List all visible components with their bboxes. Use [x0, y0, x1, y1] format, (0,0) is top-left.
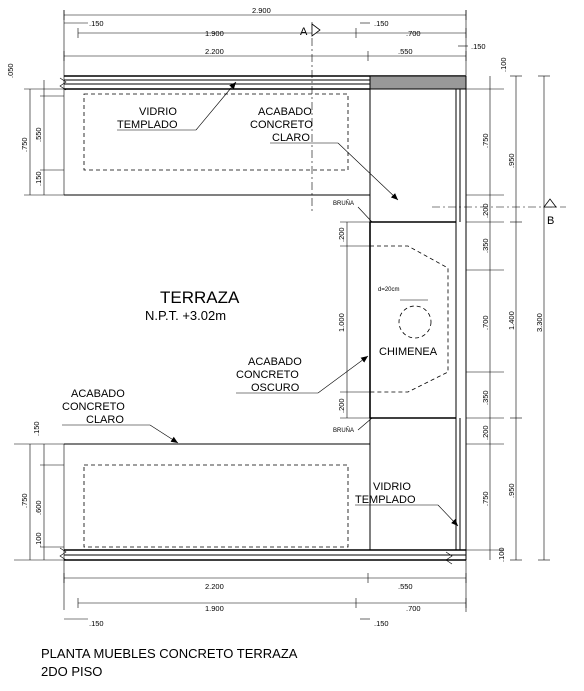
dim-total-width: 2.900: [252, 6, 271, 15]
dim-leftb-600: .600: [34, 500, 43, 515]
dim-bottom-150-left: .150: [89, 619, 104, 628]
dim-chimney-1000: 1.000: [337, 313, 346, 332]
dark-line1: ACABADO: [248, 356, 302, 368]
annotation-light-top: ACABADO CONCRETO CLARO: [250, 106, 399, 201]
dim-right-750-bot: .750: [481, 491, 490, 506]
dim-chimney-200-top: .200: [337, 227, 346, 242]
dim-right-750-top: .750: [481, 133, 490, 148]
section-b-label: B: [547, 215, 554, 227]
dim-top-150-mid: .150: [374, 19, 389, 28]
dim-leftb-150: .150: [32, 421, 41, 436]
dim-leftb-750: .750: [20, 493, 29, 508]
light-top-line1: ACABADO: [258, 106, 312, 118]
room-label: TERRAZA N.P.T. +3.02m: [145, 288, 240, 323]
section-line-b: B: [432, 198, 566, 227]
dim-bottom-1900: 1.900: [205, 604, 224, 613]
diameter-label: d=20cm: [378, 287, 400, 293]
dark-line3: OSCURO: [251, 382, 300, 394]
dim-right-200-bot: .200: [481, 425, 490, 440]
light-top-line2: CONCRETO: [250, 119, 313, 131]
dim-right-1400: 1.400: [507, 311, 516, 330]
dim-right-350-bot: .350: [481, 390, 490, 405]
fireplace-block: d=20cm CHIMENEA: [369, 221, 457, 419]
left-dimensions-top: .050 .750 .550 .150: [6, 63, 64, 196]
section-a-label: A: [300, 26, 308, 38]
glass-top-line2: TEMPLADO: [117, 119, 178, 131]
dim-right-950-top: .950: [507, 153, 516, 168]
dim-bottom-550: .550: [398, 582, 413, 591]
dim-bottom-2200: 2.200: [205, 582, 224, 591]
dim-left-150: .150: [34, 171, 43, 186]
dim-chimney-200-bot: .200: [337, 398, 346, 413]
glass-top-line1: VIDRIO: [139, 106, 177, 118]
right-wall: [455, 76, 467, 560]
fireplace-label: CHIMENEA: [379, 346, 438, 358]
top-bench: [59, 75, 467, 222]
light-bot-line3: CLARO: [86, 414, 124, 426]
dim-right-350-top: .350: [481, 238, 490, 253]
top-dimensions: 2.900 .150 .150 1.900 .700 2.200 .550 .1…: [63, 6, 486, 195]
annotation-dark: ACABADO CONCRETO OSCURO: [236, 355, 369, 394]
annotation-glass-bottom: VIDRIO TEMPLADO: [355, 481, 459, 527]
room-name: TERRAZA: [160, 288, 240, 307]
dim-right-3300: 3.300: [535, 313, 544, 332]
bottom-dimensions: 2.200 .550 1.900 .700 .150 .150: [63, 560, 467, 628]
drawing-title: PLANTA MUEBLES CONCRETO TERRAZA: [41, 646, 298, 661]
dim-top-2200: 2.200: [205, 47, 224, 56]
dim-right-100-bot: .100: [497, 547, 506, 562]
glass-bot-line2: TEMPLADO: [355, 494, 416, 506]
room-level: N.P.T. +3.02m: [145, 308, 226, 323]
glass-bot-line1: VIDRIO: [373, 481, 411, 493]
dim-right-200-top: .200: [481, 203, 490, 218]
dim-top-550: .550: [398, 47, 413, 56]
dim-top-150-right: .150: [471, 42, 486, 51]
dim-bottom-150-right: .150: [374, 619, 389, 628]
light-bot-line1: ACABADO: [71, 388, 125, 400]
annotation-glass-top: VIDRIO TEMPLADO: [117, 81, 237, 131]
bruna-label-bottom: BRUÑA: [333, 427, 354, 434]
dim-bottom-700: .700: [406, 604, 421, 613]
dim-top-150-left: .150: [89, 19, 104, 28]
drawing-subtitle: 2DO PISO: [41, 664, 103, 679]
dim-left-750: .750: [20, 137, 29, 152]
dim-top-1900: 1.900: [205, 29, 224, 38]
dim-right-100-top: .100: [499, 57, 508, 72]
chimney-dimensions: .200 1.000 .200 BRUÑA BRUÑA: [333, 200, 373, 434]
dim-leftb-100: .100: [34, 532, 43, 547]
dim-top-700: .700: [406, 29, 421, 38]
right-dimensions-middle: .950 1.400 .950: [507, 75, 522, 561]
dim-left-050: .050: [6, 63, 15, 78]
dim-right-700: .700: [481, 315, 490, 330]
left-dimensions-bottom: .150 .750 .600 .100: [14, 421, 64, 561]
dark-line2: CONCRETO: [236, 369, 299, 381]
dim-left-550: .550: [34, 127, 43, 142]
annotation-light-bottom: ACABADO CONCRETO CLARO: [62, 388, 179, 444]
dim-right-950-bot: .950: [507, 483, 516, 498]
bruna-label-top: BRUÑA: [333, 200, 354, 207]
right-dimensions-inner: .100 .750 .200 .350 .700 .350 .200 .750 …: [466, 57, 508, 562]
light-bot-line2: CONCRETO: [62, 401, 125, 413]
section-line-a: A: [300, 22, 321, 212]
right-dimensions-outer: 3.300: [535, 75, 550, 561]
light-top-line3: CLARO: [272, 132, 310, 144]
